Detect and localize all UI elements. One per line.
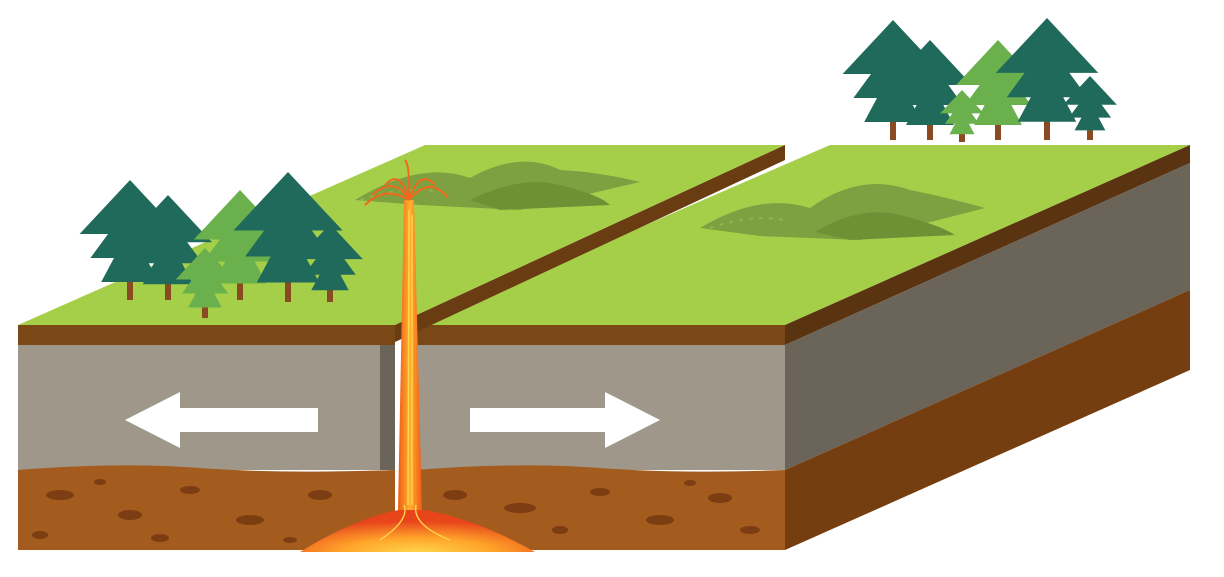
left-plate-front-mantle — [18, 465, 395, 550]
magma-chamber — [300, 508, 535, 552]
right-plate — [415, 145, 1190, 550]
left-plate-side-soil — [395, 145, 785, 342]
hills-right — [700, 184, 985, 240]
right-plate-side-soil — [785, 145, 1190, 345]
right-plate-front-mantle — [415, 465, 785, 550]
right-plate-front-soil — [415, 325, 785, 345]
pine-tree-icon — [940, 90, 984, 142]
pine-tree-icon — [123, 195, 213, 300]
pine-tree-icon — [1063, 76, 1117, 140]
right-plate-side-mantle — [785, 290, 1190, 550]
left-plate-side-rock — [380, 342, 395, 470]
pine-tree-icon — [995, 18, 1099, 140]
arrow-right-icon — [470, 392, 660, 448]
right-plate-front-rock — [415, 345, 785, 470]
pine-tree-icon — [888, 40, 972, 140]
magma-plume — [300, 159, 535, 552]
left-plate-front-rock — [18, 345, 380, 470]
pine-tree-icon — [297, 224, 363, 302]
eruption-fountain — [364, 159, 449, 206]
magma-column — [398, 200, 422, 510]
pine-tree-icon — [175, 248, 235, 318]
tree-cluster-left — [79, 172, 363, 318]
arrow-left-icon — [125, 392, 318, 448]
tree-cluster-right — [842, 18, 1117, 142]
left-mantle-spots — [32, 479, 332, 543]
left-plate-front-soil — [18, 325, 395, 345]
hills-left — [355, 161, 640, 210]
right-plate-side-rock — [785, 163, 1190, 470]
pine-tree-icon — [233, 172, 343, 302]
